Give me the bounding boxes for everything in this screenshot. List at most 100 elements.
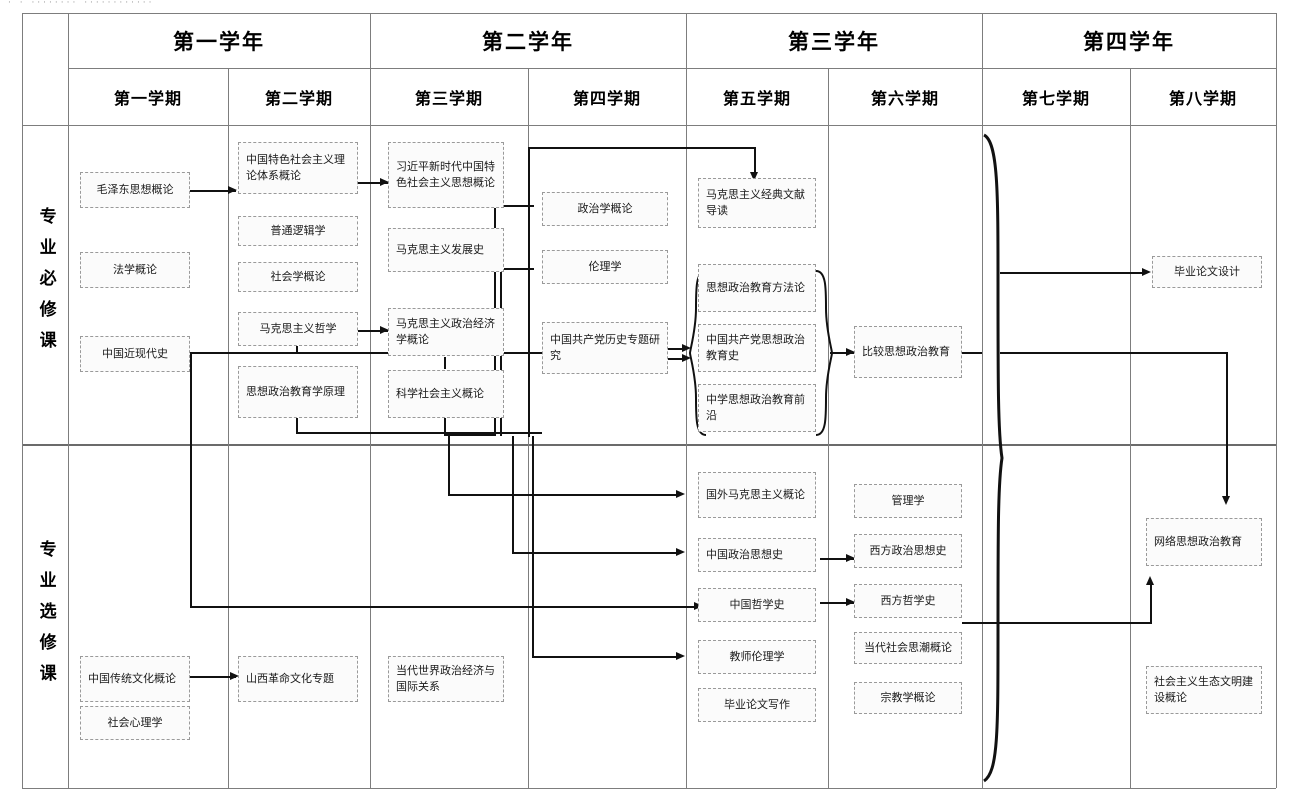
connector [190, 676, 236, 678]
row-label-required: 专业必修课 [22, 125, 68, 444]
header-semester-4: 第四学期 [572, 88, 641, 108]
connector [444, 418, 446, 436]
connector [1226, 352, 1228, 500]
row-label-required-text: 专业必修课 [35, 207, 56, 362]
connector [1000, 272, 1146, 274]
course-box[interactable]: 西方政治思想史 [854, 534, 962, 568]
connector [448, 494, 680, 496]
course-box[interactable]: 当代世界政治经济与国际关系 [388, 656, 504, 702]
connector [296, 432, 542, 434]
course-box[interactable]: 政治学概论 [542, 192, 668, 226]
header-semester-1: 第一学期 [113, 88, 182, 108]
header-semester-2: 第二学期 [264, 88, 333, 108]
connector [528, 147, 756, 149]
connector [668, 358, 686, 360]
connector [668, 348, 686, 350]
arrow-down-icon [750, 172, 758, 181]
brace-right-large-icon [983, 133, 1004, 783]
course-box[interactable]: 中学思想政治教育前沿 [698, 384, 816, 432]
course-box[interactable]: 网络思想政治教育 [1146, 518, 1262, 566]
connector [1000, 622, 1152, 624]
grid-line-v [228, 68, 229, 788]
connector [528, 147, 530, 437]
connector [500, 268, 534, 270]
course-box[interactable]: 西方哲学史 [854, 584, 962, 618]
course-box[interactable]: 科学社会主义概论 [388, 370, 504, 418]
course-box[interactable]: 社会心理学 [80, 706, 190, 740]
connector [494, 205, 534, 207]
grid-line-v [1276, 13, 1277, 788]
grid-line-h [22, 13, 1276, 14]
connector [190, 606, 698, 608]
course-box[interactable]: 马克思主义政治经济学概论 [388, 308, 504, 356]
grid-line-h-section [22, 444, 1276, 446]
connector [448, 436, 450, 496]
connector [820, 602, 854, 604]
course-box[interactable]: 伦理学 [542, 250, 668, 284]
grid-line-h [68, 68, 1276, 69]
course-box[interactable]: 当代社会思潮概论 [854, 632, 962, 664]
course-box[interactable]: 普通逻辑学 [238, 216, 358, 246]
course-box[interactable]: 社会学概论 [238, 262, 358, 292]
course-box[interactable]: 中国传统文化概论 [80, 656, 190, 702]
course-box[interactable]: 中国近现代史 [80, 336, 190, 372]
course-box[interactable]: 宗教学概论 [854, 682, 962, 714]
course-box[interactable]: 马克思主义哲学 [238, 312, 358, 346]
connector [358, 182, 388, 184]
connector [190, 190, 236, 192]
course-box[interactable]: 管理学 [854, 484, 962, 518]
connector [754, 147, 756, 175]
course-box[interactable]: 中国共产党思想政治教育史 [698, 324, 816, 372]
top-text-fragment: · · ········ ············ [8, 0, 155, 7]
course-box[interactable]: 马克思主义经典文献导读 [698, 178, 816, 228]
course-box[interactable]: 中国政治思想史 [698, 538, 816, 572]
course-box[interactable]: 社会主义生态文明建设概论 [1146, 666, 1262, 714]
course-box[interactable]: 毕业论文设计 [1152, 256, 1262, 288]
course-box[interactable]: 山西革命文化专题 [238, 656, 358, 702]
course-box[interactable]: 习近平新时代中国特色社会主义思想概论 [388, 142, 504, 208]
course-box[interactable]: 法学概论 [80, 252, 190, 288]
grid-line-v [982, 13, 983, 788]
arrow-right-icon [682, 354, 691, 362]
connector [512, 436, 514, 554]
brace-left-icon [688, 270, 707, 436]
course-box[interactable]: 思想政治教育方法论 [698, 264, 816, 312]
connector [820, 558, 854, 560]
course-box[interactable]: 马克思主义发展史 [388, 228, 504, 272]
header-semester-7: 第七学期 [1021, 88, 1090, 108]
header-year-3: 第三学年 [788, 28, 880, 54]
header-semester-8: 第八学期 [1168, 88, 1237, 108]
connector [444, 357, 446, 369]
connector [830, 352, 854, 354]
grid-line-h [22, 788, 1276, 789]
arrow-right-icon [846, 554, 855, 562]
arrow-right-icon [676, 548, 685, 556]
arrow-up-icon [1146, 576, 1154, 585]
arrow-right-icon [228, 186, 237, 194]
grid-line-v [22, 13, 23, 788]
connector [190, 352, 192, 608]
header-semester-5: 第五学期 [722, 88, 791, 108]
course-box[interactable]: 中国哲学史 [698, 588, 816, 622]
arrow-right-icon [1142, 268, 1151, 276]
course-box[interactable]: 毛泽东思想概论 [80, 172, 190, 208]
course-box[interactable]: 毕业论文写作 [698, 688, 816, 722]
connector [296, 418, 298, 434]
header-semester-3: 第三学期 [414, 88, 483, 108]
course-box[interactable]: 思想政治教育学原理 [238, 366, 358, 418]
row-label-elective-text: 专业选修课 [35, 539, 56, 695]
grid-line-v [68, 13, 69, 788]
course-box[interactable]: 中国共产党历史专题研究 [542, 322, 668, 374]
grid-line-h [22, 125, 1276, 126]
grid-line-v [828, 68, 829, 788]
connector [444, 434, 496, 436]
grid-line-v [1130, 68, 1131, 788]
course-box[interactable]: 比较思想政治教育 [854, 326, 962, 378]
arrow-right-icon [380, 178, 389, 186]
course-box[interactable]: 国外马克思主义概论 [698, 472, 816, 518]
header-year-4: 第四学年 [1083, 28, 1175, 54]
course-box[interactable]: 中国特色社会主义理论体系概论 [238, 142, 358, 194]
header-semester-6: 第六学期 [870, 88, 939, 108]
course-box[interactable]: 教师伦理学 [698, 640, 816, 674]
arrow-right-icon [230, 672, 239, 680]
